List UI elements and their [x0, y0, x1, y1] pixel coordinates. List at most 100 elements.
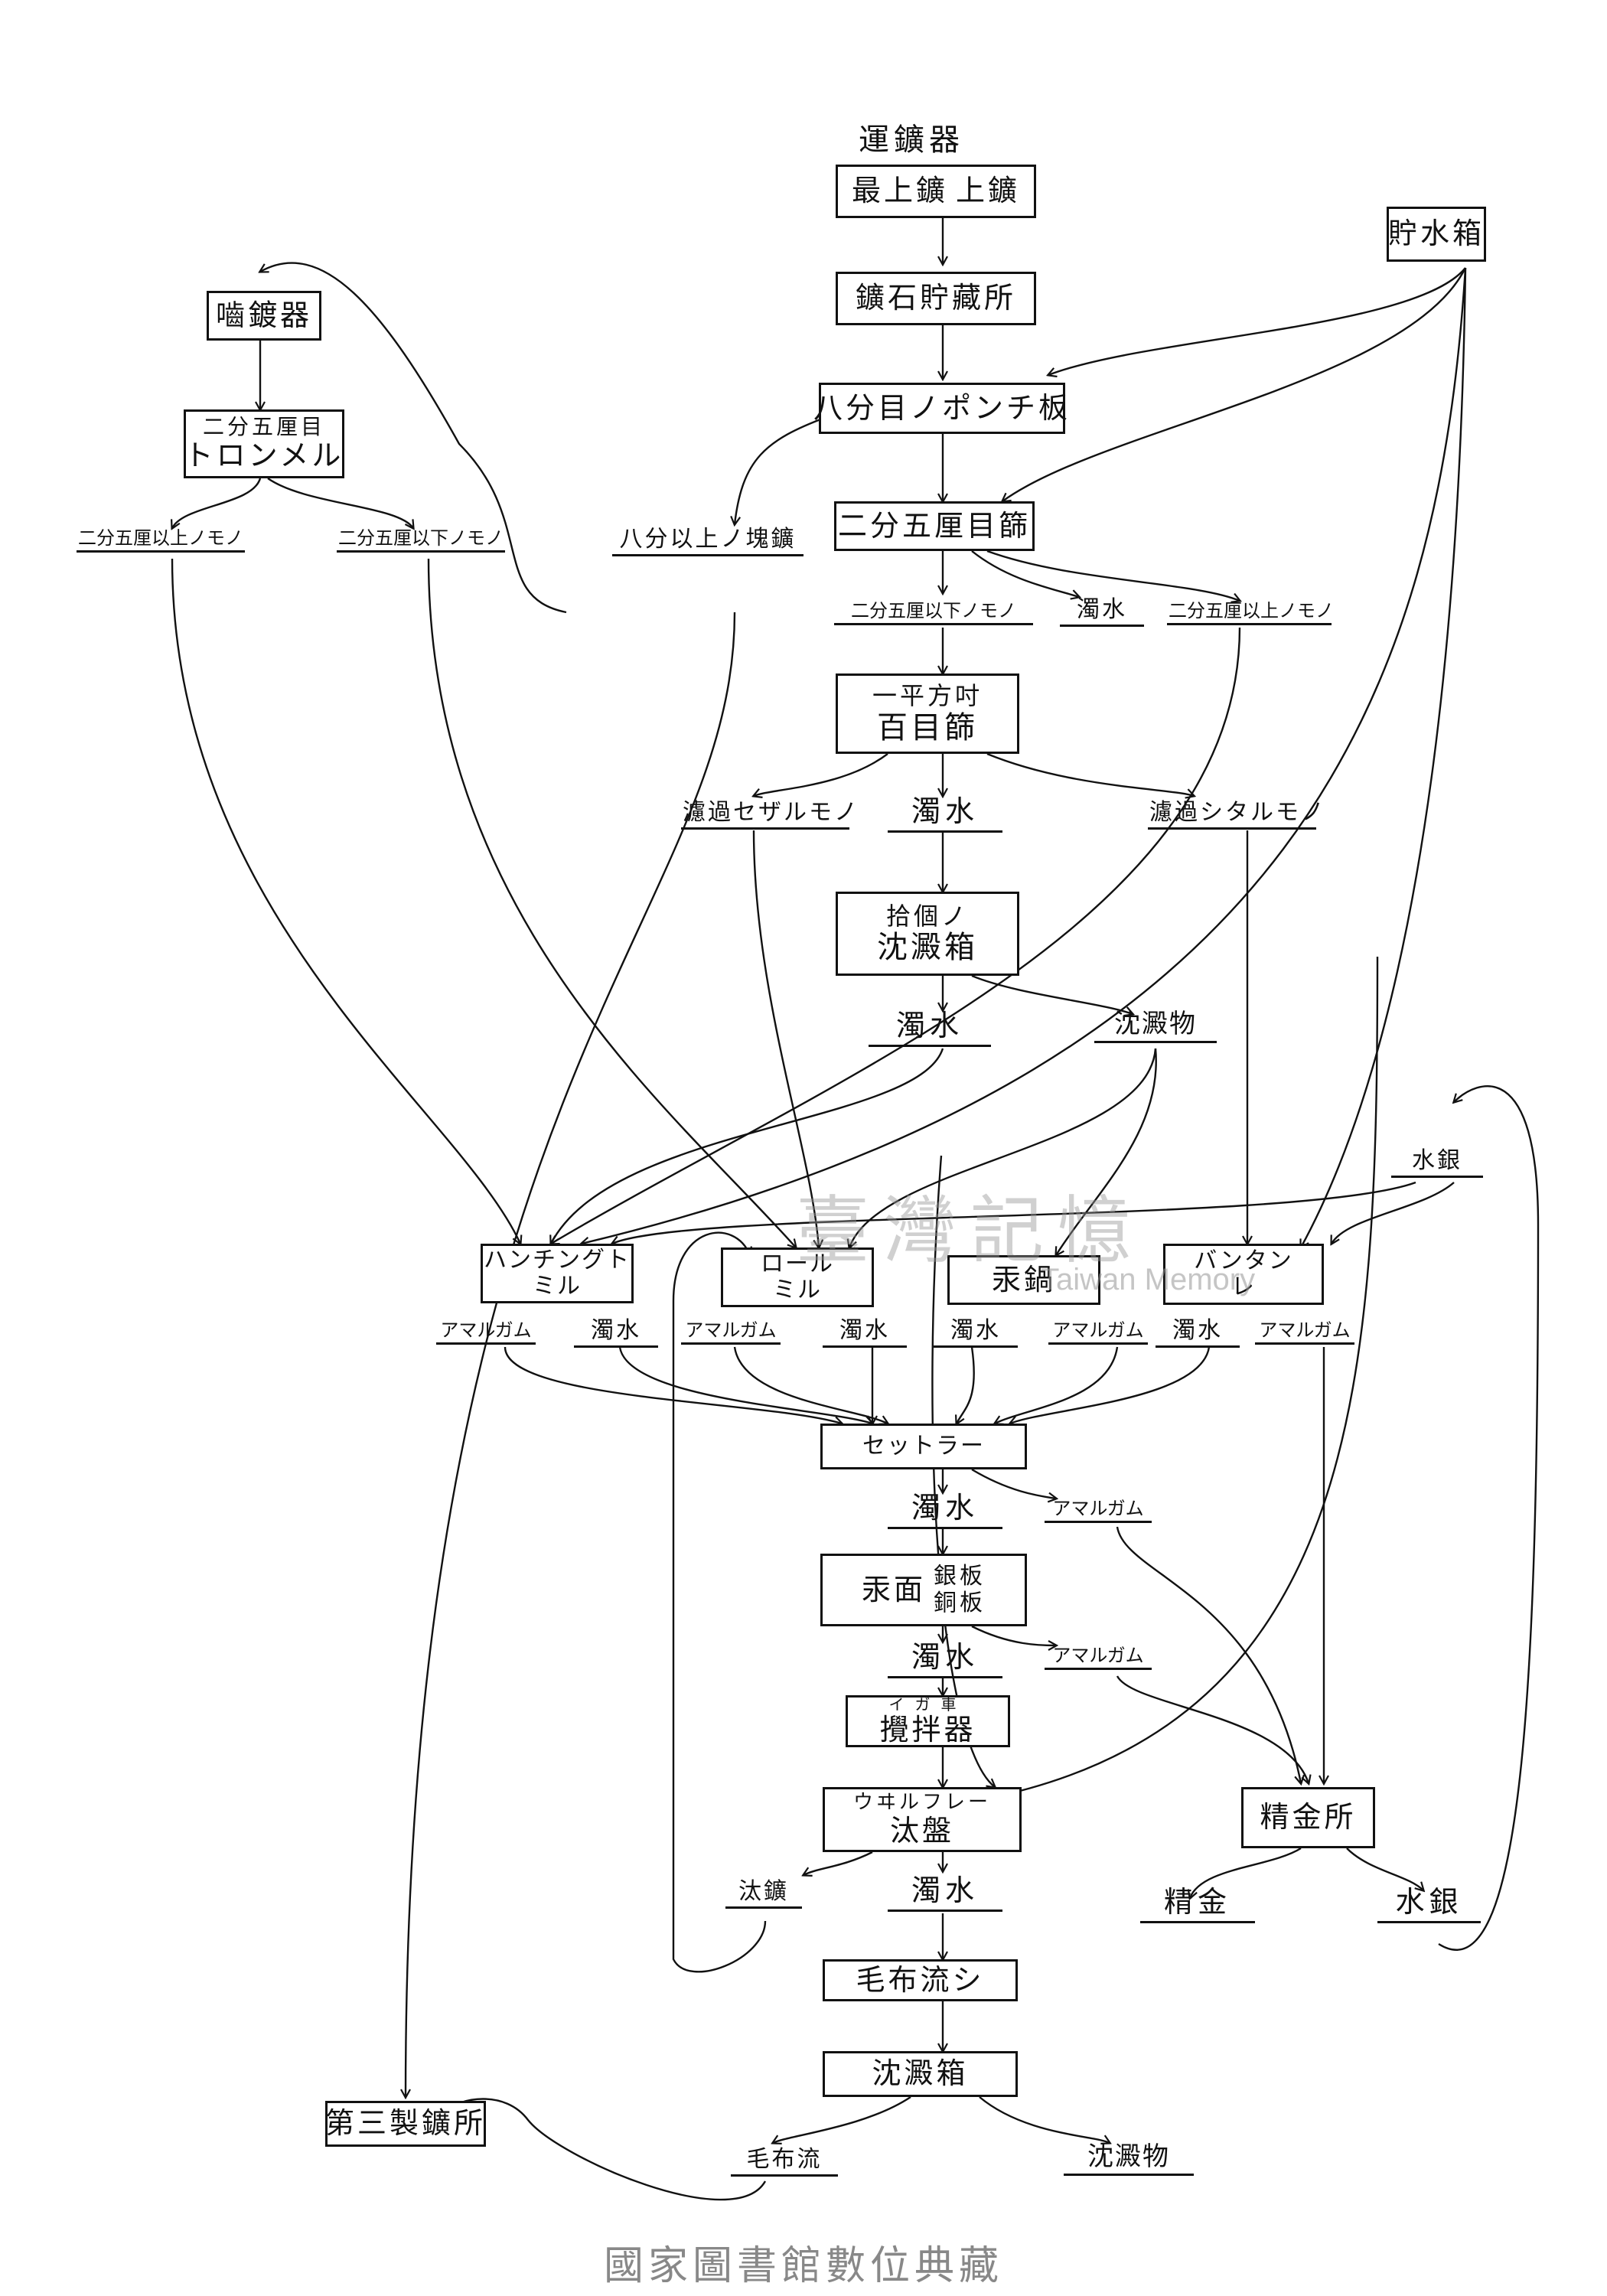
label-sieve25-under: 二分五厘以下ノモノ	[834, 601, 1033, 626]
node-top-mine: 最上鑛 上鑛	[836, 165, 1036, 218]
arrow-pan-water-to-settler	[957, 1346, 975, 1424]
node-top-mine-a: 最上鑛	[851, 174, 948, 208]
label-pan-amalgam: アマルガム	[1048, 1320, 1148, 1345]
arrow-sieve100-to-passed	[986, 752, 1194, 796]
arrow-settler-amalgam	[971, 1468, 1056, 1499]
arrow-blanket-to-smelter	[444, 2098, 767, 2201]
label-hunt-amalgam: アマルガム	[436, 1320, 536, 1345]
arrow-sediment-to-pan	[1056, 1048, 1157, 1255]
node-amalgam-plate-a: 汞面	[861, 1572, 926, 1606]
arrow-sieve25-to-water	[971, 550, 1079, 597]
node-sieve-100: 一平方吋 百目篩	[836, 673, 1019, 754]
node-roll-mill-b: ミル	[773, 1277, 822, 1303]
arrow-lumps-to-smelter	[406, 612, 736, 2097]
arrow-trommel-over	[172, 478, 262, 528]
arrow-berdan-water-to-settler	[1010, 1346, 1211, 1424]
arrow-lumps-to-crusher	[260, 262, 567, 614]
node-trommel-b: トロンメル	[184, 439, 344, 473]
node-punch-plate: 八分目ノポンチ板	[813, 383, 1068, 434]
node-third-smelter: 第三製鑛所	[325, 2101, 486, 2147]
node-agitator-b: 攪拌器	[879, 1712, 976, 1746]
label-final-sediment: 沈澱物	[1064, 2142, 1194, 2177]
node-roll-mill-a: ロール	[761, 1250, 834, 1277]
label-refined-mercury: 水銀	[1377, 1886, 1481, 1923]
arrow-final-to-blanket-out	[773, 2096, 911, 2143]
arrow-punch-to-lumps	[735, 416, 827, 524]
arrow-tank-to-sieve25	[1002, 267, 1467, 501]
arrow-refinery-to-gold	[1190, 1847, 1302, 1898]
label-pan-water: 濁水	[934, 1318, 1018, 1348]
arrow-over25-to-hunt	[551, 627, 1241, 1244]
arrow-trommel-over-to-hunt	[171, 558, 520, 1244]
arrow-plate-amalgam-to-refinery	[1116, 1675, 1309, 1783]
arrow-final-to-sediment	[979, 2096, 1110, 2143]
title-ore-transport: 運鑛器	[859, 122, 964, 158]
label-plate-amalgam: アマルガム	[1045, 1645, 1152, 1671]
node-sieve-100-a: 一平方吋	[872, 681, 983, 711]
arrow-hunt-to-settler	[504, 1346, 842, 1424]
arrow-ore-back	[672, 1231, 767, 1973]
arrow-sieve25-to-over	[986, 550, 1240, 601]
node-settling-10-b: 沈澱箱	[877, 930, 978, 966]
node-blanket: 毛布流シ	[823, 1959, 1018, 2001]
arrow-mercury-to-hunt	[612, 1181, 1416, 1244]
arrow-trommel-under-to-roll	[427, 558, 796, 1247]
label-settler-amalgam: アマルガム	[1045, 1499, 1152, 1524]
arrow-tank-to-punch	[1048, 267, 1466, 375]
label-hunt-water: 濁水	[574, 1318, 658, 1348]
label-roll-water: 濁水	[823, 1318, 907, 1348]
arrow-settler-amalgam-to-refinery	[1116, 1526, 1301, 1783]
arrow-mercury-to-berdan	[1332, 1182, 1455, 1244]
label-wilfley-ore: 汰鑛	[725, 1879, 802, 1909]
node-berdan-a: バンタン	[1194, 1247, 1293, 1274]
arrow-hunt-water-to-settler	[618, 1346, 872, 1424]
arrow-mercury-recycle	[1438, 1085, 1540, 1951]
label-sieve25-over: 二分五厘以上ノモノ	[1167, 601, 1334, 626]
node-refinery: 精金所	[1241, 1787, 1375, 1848]
node-huntington-mill: ハンチングト ミル	[481, 1244, 634, 1303]
label-roll-amalgam: アマルガム	[681, 1320, 781, 1345]
node-berdan-b: レ	[1231, 1274, 1256, 1300]
label-settling10-sediment: 沈澱物	[1094, 1009, 1217, 1044]
node-settling-final: 沈澱箱	[823, 2051, 1018, 2097]
label-refined-gold: 精金	[1140, 1886, 1255, 1923]
arrow-tank-to-berdan	[1301, 267, 1467, 1247]
label-blanket-out: 毛布流	[731, 2147, 838, 2177]
node-amalgam-pan: 汞鍋	[947, 1255, 1100, 1305]
footer-credit: 國家圖書館數位典藏	[603, 2243, 1003, 2289]
node-water-tank: 貯水箱	[1387, 207, 1486, 262]
node-amalgam-plate-c: 銅板	[934, 1589, 986, 1616]
label-mercury-in: 水銀	[1391, 1148, 1483, 1178]
arrow-tank-to-hunt	[582, 267, 1467, 1244]
arrow-wilfley-recycle	[931, 1155, 995, 1787]
label-sieve100-water: 濁水	[888, 795, 1002, 833]
arrow-plate-amalgam	[971, 1625, 1056, 1645]
node-settling-10: 拾個ノ 沈澱箱	[836, 892, 1019, 976]
node-sieve-25: 二分五厘目篩	[834, 501, 1035, 551]
label-filter-not-passed: 濾過セザルモノ	[681, 800, 857, 830]
label-plate-water: 濁水	[888, 1641, 1002, 1678]
label-trommel-over: 二分五厘以上ノモノ	[77, 528, 245, 553]
node-trommel: 二分五厘目 トロンメル	[184, 409, 344, 478]
node-settling-10-a: 拾個ノ	[885, 901, 969, 931]
arrow-sediment-to-roll	[849, 1048, 1157, 1247]
node-huntington-b: ミル	[533, 1273, 582, 1300]
label-berdan-water: 濁水	[1156, 1318, 1240, 1348]
arrow-water-to-hunt	[551, 1048, 944, 1244]
node-amalgam-plate: 汞面 銀板 銅板	[820, 1554, 1027, 1626]
label-wilfley-water: 濁水	[888, 1874, 1002, 1912]
node-agitator: イガ車 攪拌器	[846, 1695, 1010, 1747]
node-trommel-a: 二分五厘目	[202, 414, 325, 440]
node-amalgam-plate-b: 銀板	[934, 1563, 986, 1590]
arrow-wilfley-from-right	[987, 956, 1379, 1799]
node-agitator-a: イガ車	[888, 1694, 967, 1714]
label-lumps-over: 八分以上ノ塊鑛	[612, 527, 804, 556]
node-amalgam-plate-metals: 銀板 銅板	[934, 1563, 986, 1616]
label-sieve25-water: 濁水	[1060, 597, 1144, 627]
label-trommel-under: 二分五厘以下ノモノ	[337, 528, 505, 553]
node-sieve-100-b: 百目篩	[877, 709, 978, 745]
node-ore-storage: 鑛石貯藏所	[836, 272, 1036, 325]
label-berdan-amalgam: アマルガム	[1255, 1320, 1354, 1345]
